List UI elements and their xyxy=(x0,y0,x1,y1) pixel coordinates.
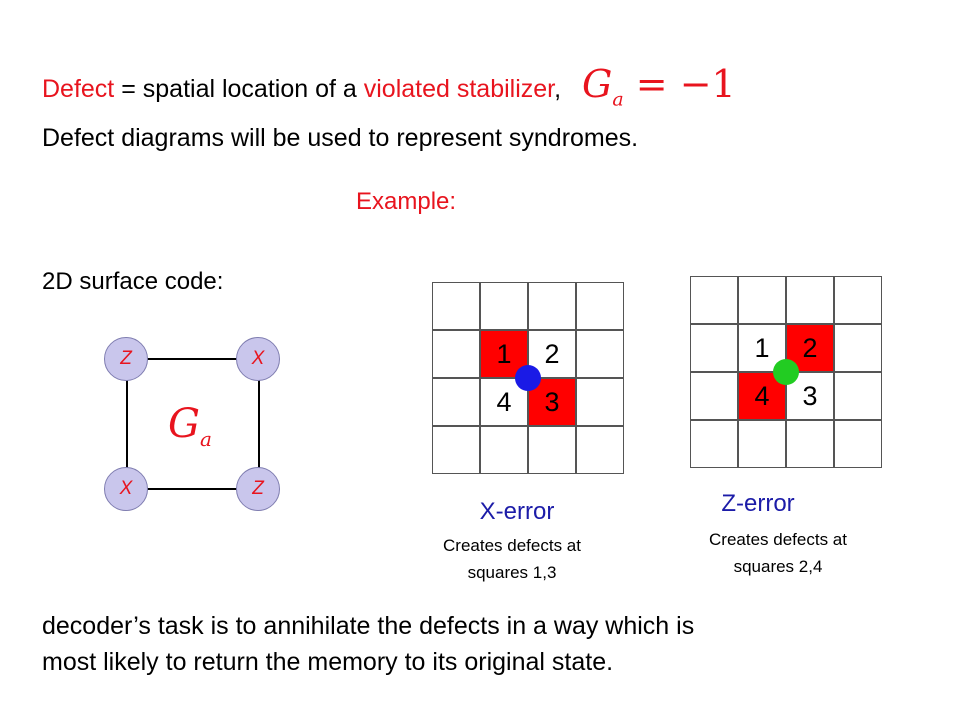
grid-cell xyxy=(738,276,786,324)
footer-line-2: most likely to return the memory to its … xyxy=(42,648,614,676)
definition-line: Defect = spatial location of a violated … xyxy=(42,62,736,111)
grid-cell xyxy=(576,378,624,426)
x-error-caption: Creates defects at squares 1,3 xyxy=(443,536,581,582)
grid-cell xyxy=(432,426,480,474)
grid-cell xyxy=(432,330,480,378)
grid-cell xyxy=(786,420,834,468)
grid-cell xyxy=(432,378,480,426)
grid-cell xyxy=(576,426,624,474)
grid-cell xyxy=(528,426,576,474)
square-2: 2 xyxy=(528,330,576,378)
surface-code-label: 2D surface code: xyxy=(42,268,224,295)
qubit-bottom-left: X xyxy=(104,467,148,511)
stabilizer-diagram: Z X X Z Ga xyxy=(96,325,296,525)
grid-cell xyxy=(786,276,834,324)
stabilizer-formula: Ga = −1 xyxy=(582,62,736,111)
grid-cell xyxy=(834,324,882,372)
edge-top xyxy=(126,358,260,360)
violated-stabilizer-text: violated stabilizer xyxy=(363,75,555,103)
x-error-marker xyxy=(515,365,541,391)
x-error-grid: 1 2 4 3 xyxy=(432,282,624,474)
grid-cell xyxy=(834,276,882,324)
edge-right xyxy=(258,358,260,488)
grid-cell xyxy=(576,282,624,330)
grid-cell xyxy=(690,276,738,324)
grid-cell xyxy=(738,420,786,468)
qubit-top-left: Z xyxy=(104,337,148,381)
decoder-task-text: decoder’s task is to annihilate the defe… xyxy=(42,608,922,680)
stabilizer-label: Ga xyxy=(168,401,212,451)
edge-bottom xyxy=(126,488,260,490)
grid-cell xyxy=(480,282,528,330)
z-error-marker xyxy=(773,359,799,385)
qubit-top-right: X xyxy=(236,337,280,381)
x-error-title: X-error xyxy=(479,498,555,525)
grid-cell xyxy=(528,282,576,330)
z-error-caption: Creates defects at squares 2,4 xyxy=(709,530,847,576)
definition-text: = spatial location of a xyxy=(114,75,364,103)
comma: , xyxy=(554,75,562,103)
grid-cell xyxy=(690,372,738,420)
z-error-title: Z-error xyxy=(721,490,795,517)
qubit-bottom-right: Z xyxy=(236,467,280,511)
grid-cell xyxy=(834,372,882,420)
edge-left xyxy=(126,358,128,488)
z-error-grid: 1 2 4 3 xyxy=(690,276,882,468)
grid-cell xyxy=(480,426,528,474)
defect-word: Defect xyxy=(42,75,115,103)
grid-cell xyxy=(576,330,624,378)
grid-cell xyxy=(690,420,738,468)
grid-cell xyxy=(432,282,480,330)
example-label: Example: xyxy=(356,188,457,215)
grid-cell xyxy=(690,324,738,372)
grid-cell xyxy=(834,420,882,468)
subtitle: Defect diagrams will be used to represen… xyxy=(42,124,639,152)
footer-line-1: decoder’s task is to annihilate the defe… xyxy=(42,612,695,640)
